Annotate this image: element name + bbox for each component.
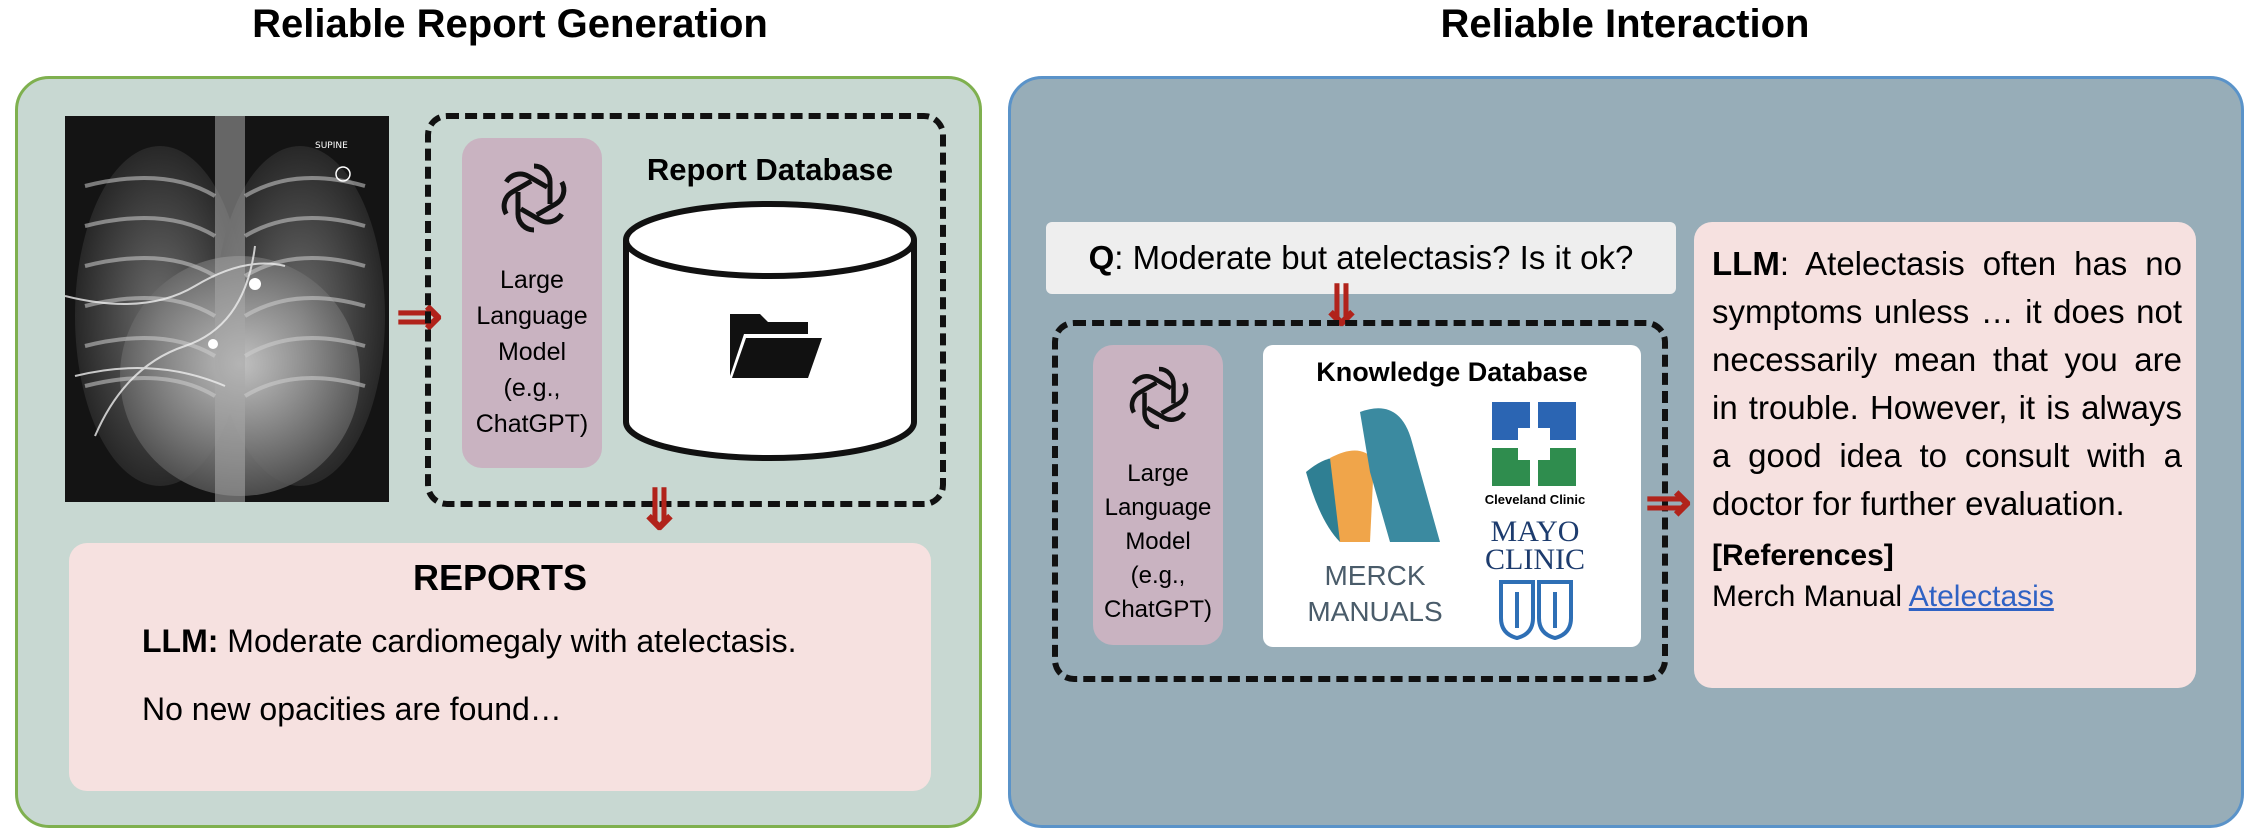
report-database-label: Report Database xyxy=(646,152,894,187)
chest-xray-image: SUPINE xyxy=(65,116,389,502)
question-box: Q: Moderate but atelectasis? Is it ok? xyxy=(1046,222,1676,294)
reference-text: Merch Manual xyxy=(1712,580,1909,613)
llm-label-line5: ChatGPT) xyxy=(475,410,589,438)
openai-logo-icon xyxy=(501,163,567,233)
answer-prefix: LLM xyxy=(1712,245,1780,282)
mayo-line2: CLINIC xyxy=(1485,543,1585,576)
merck-manuals-text: MERCK MANUALS xyxy=(1290,558,1460,630)
llm-right-line4: (e.g., xyxy=(1130,562,1186,589)
llm-right-line3: Model xyxy=(1125,528,1191,555)
llm-box-left: Large Language Model (e.g., ChatGPT) xyxy=(462,138,602,468)
left-dashed-container xyxy=(425,113,946,507)
folder-open-icon xyxy=(730,314,822,378)
arrow-right-icon-2: ⇒ xyxy=(1645,470,1692,533)
llm-right-line2: Language xyxy=(1104,494,1212,521)
merck-line2: MANUALS xyxy=(1307,596,1443,627)
llm-right-line1: Large xyxy=(1127,460,1189,487)
cleveland-clinic-logo xyxy=(1492,402,1576,486)
question-prefix: Q xyxy=(1088,239,1115,276)
reports-llm-prefix: LLM: xyxy=(142,623,219,659)
right-dashed-container xyxy=(1052,320,1668,682)
question-text: : Moderate but atelectasis? Is it ok? xyxy=(1114,239,1634,276)
mayo-clinic-text: MAYO CLINIC xyxy=(1470,515,1600,576)
llm-label-line4: (e.g., xyxy=(503,374,561,402)
references-label: [References] xyxy=(1712,539,1894,572)
llm-label-line2: Language xyxy=(476,302,588,330)
llm-right-line5: ChatGPT) xyxy=(1103,596,1213,623)
reference-link-atelectasis[interactable]: Atelectasis xyxy=(1908,580,2054,613)
reference-line: Merch Manual Atelectasis xyxy=(1712,576,2182,618)
openai-logo-icon xyxy=(1129,366,1189,430)
right-panel-title: Reliable Interaction xyxy=(1440,2,1810,46)
mayo-clinic-shield-logo xyxy=(1499,580,1573,641)
answer-text: LLM: Atelectasis often has no symptoms u… xyxy=(1712,240,2182,528)
llm-box-right: Large Language Model (e.g., ChatGPT) xyxy=(1093,345,1223,645)
merck-manuals-logo xyxy=(1306,408,1440,542)
answer-body: : Atelectasis often has no symptoms unle… xyxy=(1712,245,2182,522)
reports-box: REPORTS LLM: Moderate cardiomegaly with … xyxy=(69,543,931,791)
knowledge-database-label: Knowledge Database xyxy=(1316,357,1588,387)
arrow-down-icon: ⇓ xyxy=(636,478,683,541)
xray-label: SUPINE xyxy=(315,141,348,151)
xray-graphic: SUPINE xyxy=(65,116,389,502)
answer-box: LLM: Atelectasis often has no symptoms u… xyxy=(1694,222,2196,688)
merck-line1: MERCK xyxy=(1324,560,1426,591)
reports-heading: REPORTS xyxy=(412,557,588,598)
cleveland-clinic-text: Cleveland Clinic xyxy=(1484,492,1586,507)
reports-line1-text: Moderate cardiomegaly with atelectasis. xyxy=(218,623,797,659)
reports-line2: No new opacities are found… xyxy=(142,691,562,727)
mayo-line1: MAYO xyxy=(1490,515,1580,548)
reports-line1: LLM: Moderate cardiomegaly with atelecta… xyxy=(142,623,796,660)
arrow-right-icon: ⇒ xyxy=(396,284,443,347)
left-panel-title: Reliable Report Generation xyxy=(252,2,768,46)
llm-label-line3: Model xyxy=(497,338,567,366)
llm-label-line1: Large xyxy=(500,266,564,294)
